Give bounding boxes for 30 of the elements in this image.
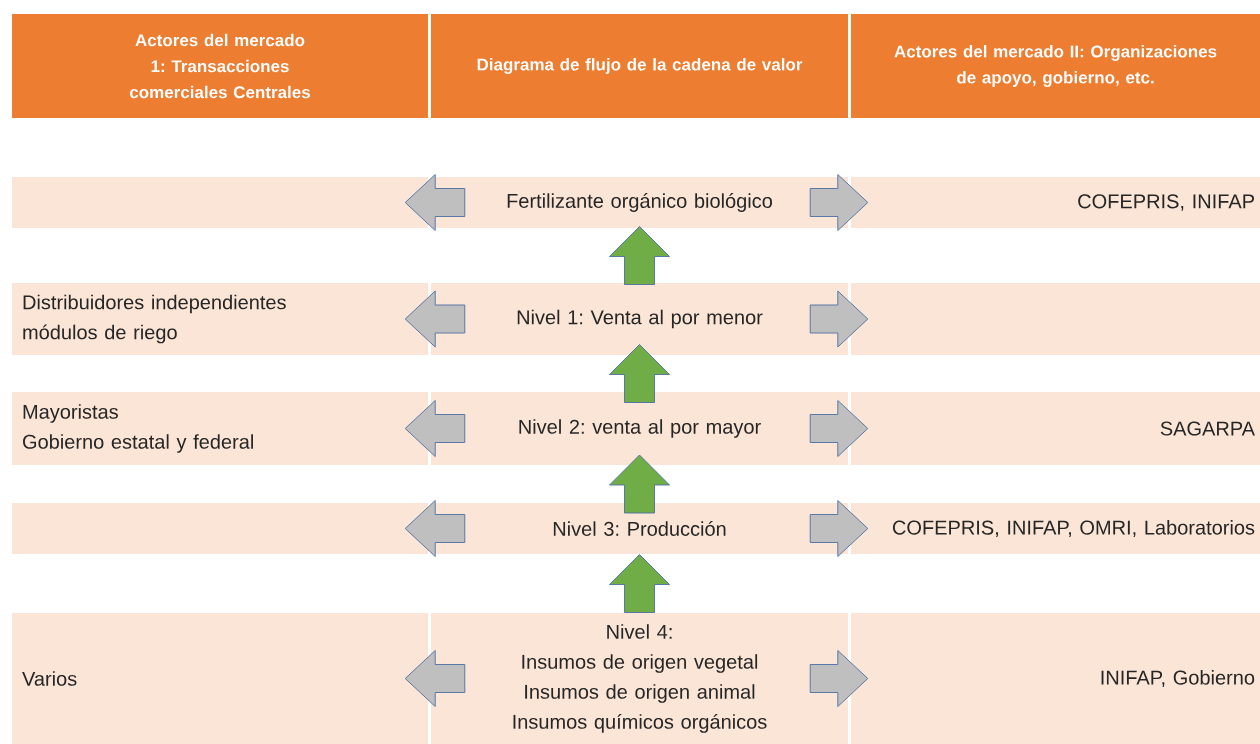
block-arrow xyxy=(809,650,869,707)
block-arrow xyxy=(404,400,466,457)
block-arrow xyxy=(404,174,466,231)
table-cell: Distribuidores independientes módulos de riego xyxy=(12,283,428,355)
block-arrow xyxy=(609,344,670,403)
header-cell: Actores del mercado 1: Transacciones comerciales Centrales xyxy=(12,14,428,118)
table-cell: Nivel 2: venta al por mayor xyxy=(431,392,848,465)
block-arrow xyxy=(809,400,869,457)
table-cell: SAGARPA xyxy=(851,392,1260,465)
table-cell: Nivel 1: Venta al por menor xyxy=(431,283,848,355)
block-arrow xyxy=(404,500,466,557)
table-cell xyxy=(851,283,1260,355)
block-arrow xyxy=(809,174,869,231)
table-cell: Mayoristas Gobierno estatal y federal xyxy=(12,392,428,465)
block-arrow xyxy=(404,650,466,707)
block-arrow xyxy=(609,554,670,613)
table-cell: COFEPRIS, INIFAP xyxy=(851,177,1260,228)
block-arrow xyxy=(609,226,670,285)
block-arrow xyxy=(809,500,869,557)
block-arrow xyxy=(609,454,670,514)
table-cell: Varios xyxy=(12,613,428,744)
table-cell xyxy=(12,503,428,554)
table-cell: INIFAP, Gobierno xyxy=(851,613,1260,744)
table-cell: Nivel 4: Insumos de origen vegetal Insumos de origen animal Insumos químicos orgánicos xyxy=(431,613,848,744)
block-arrow xyxy=(404,290,466,348)
header-cell: Diagrama de flujo de la cadena de valor xyxy=(431,14,848,118)
block-arrow xyxy=(809,290,869,348)
table-cell: COFEPRIS, INIFAP, OMRI, Laboratorios xyxy=(851,503,1260,554)
table-cell xyxy=(12,177,428,228)
header-cell: Actores del mercado II: Organizaciones de apoyo, gobierno, etc. xyxy=(851,14,1260,118)
